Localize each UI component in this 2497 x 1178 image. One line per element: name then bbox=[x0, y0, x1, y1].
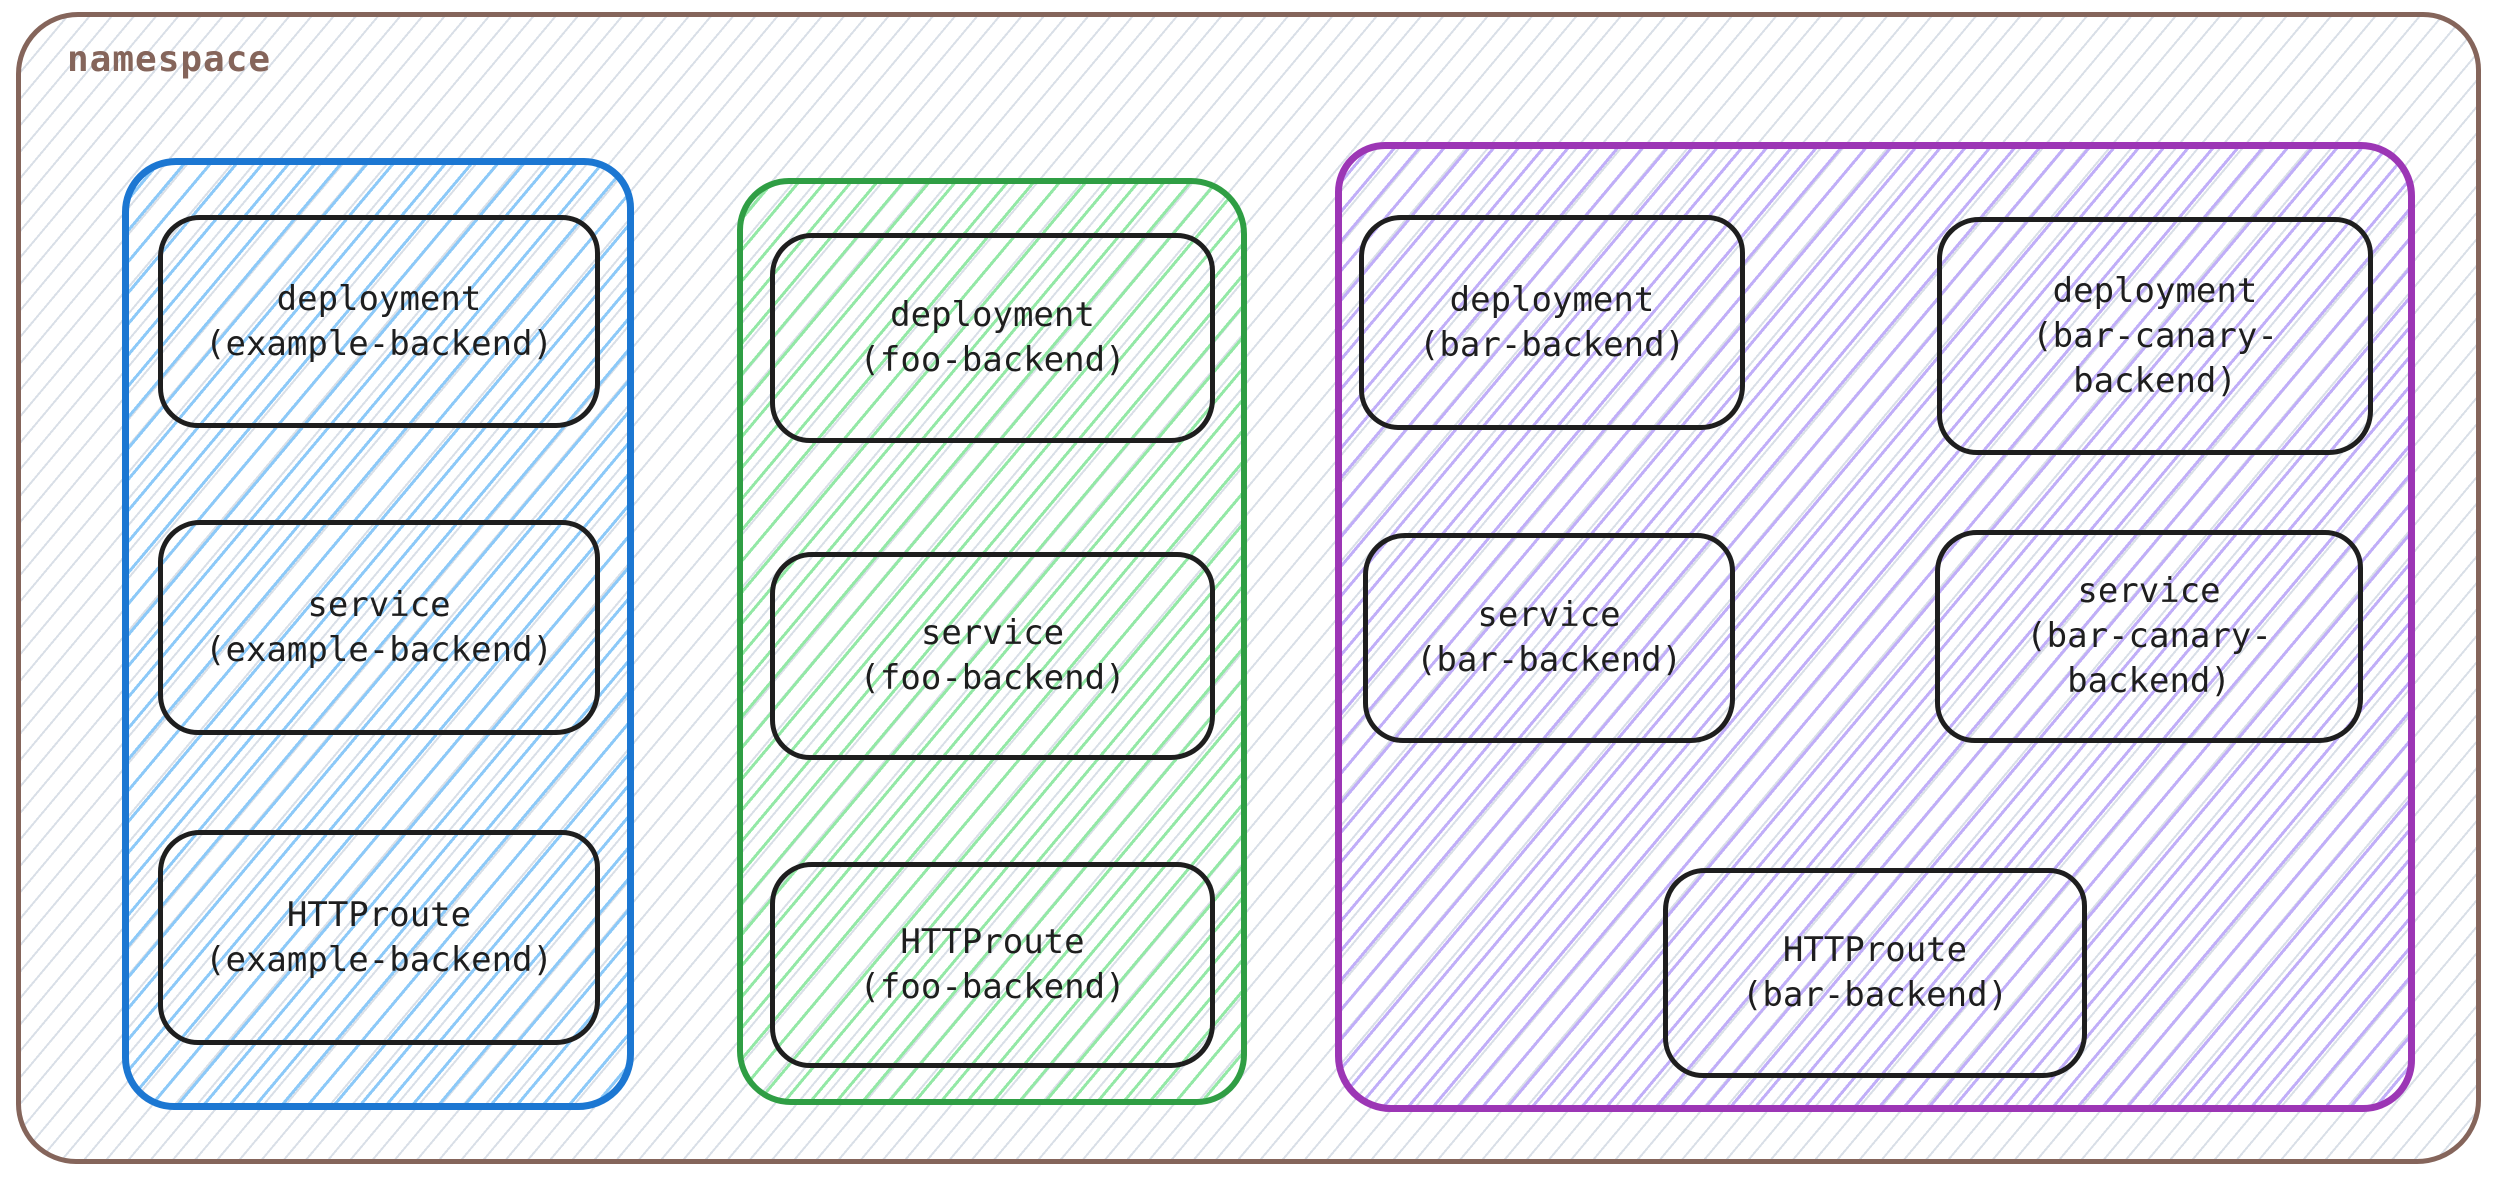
node-kind: deployment bbox=[1449, 279, 1655, 320]
node-deployment-bar-backend: deployment (bar-backend) bbox=[1359, 215, 1745, 430]
node-label: deployment (example-backend) bbox=[205, 277, 553, 367]
node-instance: (foo-backend) bbox=[859, 967, 1126, 1007]
node-instance: (bar-backend) bbox=[1415, 640, 1683, 680]
group-foo-backend: deployment (foo-backend) service (foo-ba… bbox=[737, 178, 1247, 1105]
node-kind: service bbox=[1477, 595, 1621, 635]
node-label: deployment (bar-backend) bbox=[1419, 278, 1685, 368]
node-kind: service bbox=[2077, 571, 2221, 611]
node-label: HTTProute (bar-backend) bbox=[1742, 928, 2008, 1018]
node-instance: (bar-canary- backend) bbox=[2032, 315, 2278, 401]
node-instance: (example-backend) bbox=[205, 939, 553, 980]
node-service-bar-backend: service (bar-backend) bbox=[1363, 533, 1735, 743]
node-service-bar-canary-backend: service (bar-canary- backend) bbox=[1935, 530, 2363, 743]
node-label: service (example-backend) bbox=[205, 583, 553, 673]
node-label: service (bar-canary- backend) bbox=[2026, 569, 2272, 704]
node-label: HTTProute (foo-backend) bbox=[859, 920, 1125, 1010]
node-deployment-example-backend: deployment (example-backend) bbox=[158, 215, 600, 428]
node-label: HTTProute (example-backend) bbox=[205, 893, 553, 983]
group-example-backend: deployment (example-backend) service (ex… bbox=[122, 158, 634, 1110]
node-label: deployment (bar-canary- backend) bbox=[2032, 269, 2278, 404]
node-httproute-foo-backend: HTTProute (foo-backend) bbox=[770, 862, 1215, 1068]
node-kind: HTTProute bbox=[286, 894, 472, 935]
node-label: deployment (foo-backend) bbox=[859, 293, 1125, 383]
node-label: service (foo-backend) bbox=[859, 611, 1125, 701]
node-kind: service bbox=[920, 613, 1065, 653]
node-deployment-foo-backend: deployment (foo-backend) bbox=[770, 233, 1215, 443]
node-service-example-backend: service (example-backend) bbox=[158, 520, 600, 735]
node-instance: (foo-backend) bbox=[859, 340, 1126, 380]
node-kind: HTTProute bbox=[900, 922, 1085, 962]
node-httproute-bar-backend: HTTProute (bar-backend) bbox=[1663, 868, 2087, 1078]
node-deployment-bar-canary-backend: deployment (bar-canary- backend) bbox=[1937, 217, 2373, 455]
node-kind: deployment bbox=[890, 295, 1095, 335]
group-bar-backend: deployment (bar-backend) deployment (bar… bbox=[1335, 142, 2415, 1112]
node-httproute-example-backend: HTTProute (example-backend) bbox=[158, 830, 600, 1045]
node-kind: deployment bbox=[2052, 270, 2258, 311]
node-instance: (example-backend) bbox=[205, 323, 553, 364]
node-kind: deployment bbox=[276, 278, 482, 319]
node-instance: (bar-backend) bbox=[1418, 324, 1686, 365]
namespace-container: namespace deployment (example-backend) s… bbox=[16, 12, 2481, 1164]
node-kind: HTTProute bbox=[1782, 930, 1968, 970]
node-instance: (example-backend) bbox=[205, 629, 553, 670]
node-instance: (bar-canary- backend) bbox=[2026, 616, 2272, 701]
namespace-label: namespace bbox=[67, 39, 272, 80]
node-instance: (foo-backend) bbox=[859, 658, 1126, 698]
node-service-foo-backend: service (foo-backend) bbox=[770, 552, 1215, 760]
node-label: service (bar-backend) bbox=[1416, 593, 1682, 683]
node-instance: (bar-backend) bbox=[1741, 975, 2009, 1015]
node-kind: service bbox=[307, 584, 451, 625]
